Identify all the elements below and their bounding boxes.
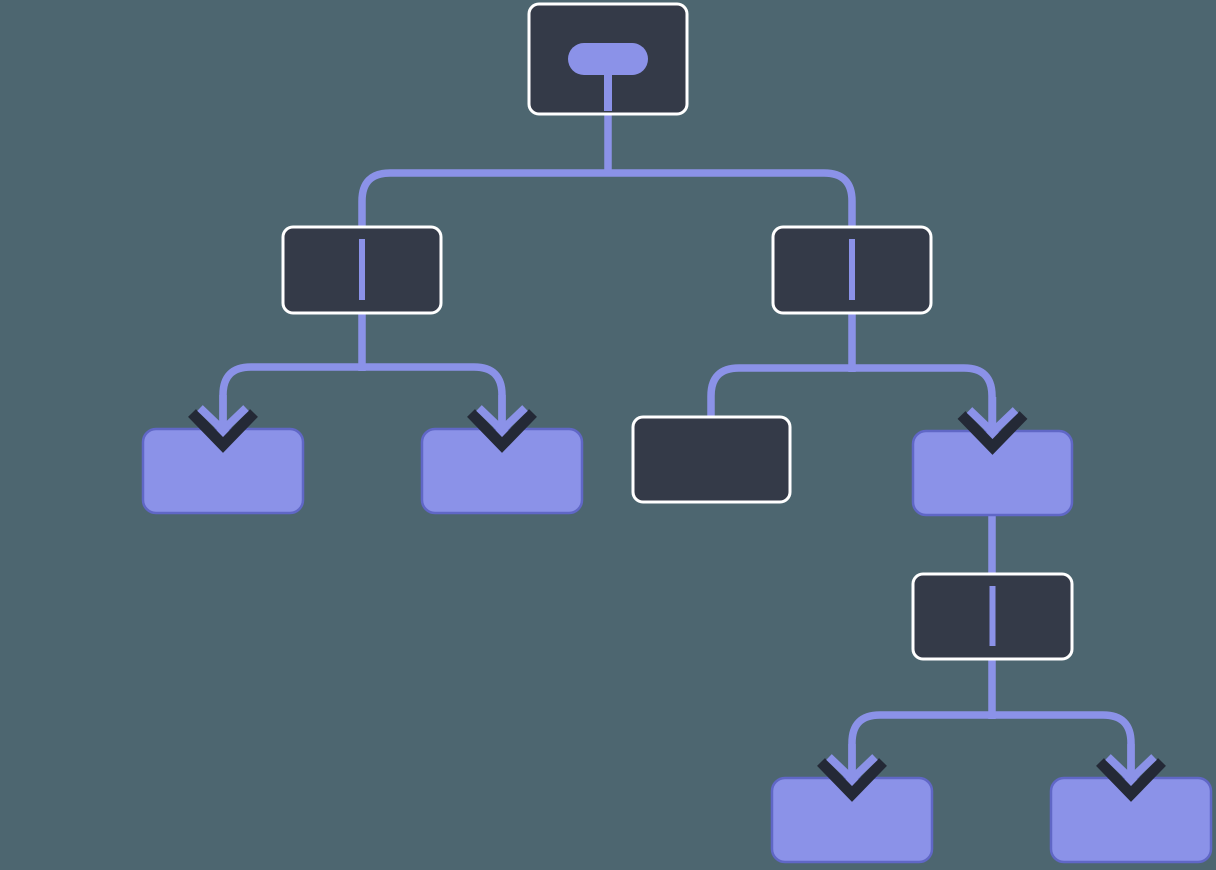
tree-root-icon — [568, 43, 648, 111]
edge-left-branch-split — [219, 363, 506, 427]
arrow-head — [476, 405, 528, 436]
chevron-dark-stroke — [1096, 758, 1166, 802]
chevron-down-arrow-icon — [188, 395, 258, 453]
chevron-dark-stroke — [957, 411, 1028, 455]
edge-lower-branch-split — [848, 711, 1135, 776]
chevron-dark-stroke — [188, 409, 258, 453]
chevron-down-arrow-icon — [467, 395, 537, 453]
arrow-head — [1105, 754, 1157, 785]
dark-leaf-node — [631, 415, 792, 504]
arrow-head — [197, 405, 249, 436]
root-pill — [568, 43, 648, 75]
arrow-head — [966, 407, 1019, 438]
chevron-down-arrow-icon — [817, 744, 887, 802]
chevron-down-arrow-icon — [1096, 744, 1166, 802]
edge-root-split — [358, 169, 856, 227]
chevron-dark-stroke — [817, 758, 887, 802]
edge-right-branch-split — [707, 364, 996, 429]
chevron-down-arrow-icon — [957, 397, 1028, 455]
chevron-dark-stroke — [467, 409, 537, 453]
arrow-head — [826, 754, 878, 785]
